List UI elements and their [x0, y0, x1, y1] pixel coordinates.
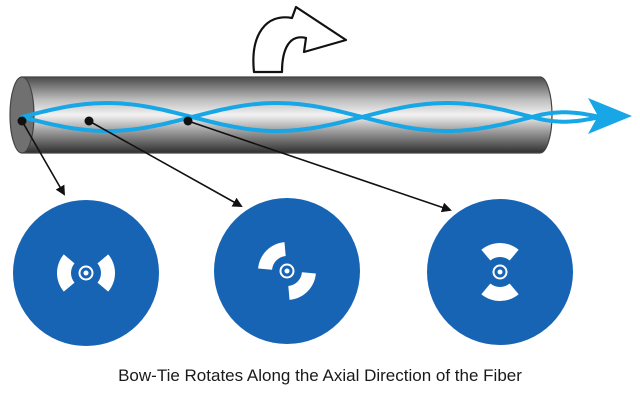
stress-rods	[258, 242, 316, 300]
cross-section-1	[13, 200, 159, 346]
pointer-arrow-3	[187, 120, 452, 213]
fiber-cylinder	[9, 76, 553, 154]
cross-section-3	[427, 199, 573, 345]
stress-rods	[481, 242, 519, 302]
rotation-arrow-icon	[252, 5, 348, 74]
diagram-caption: Bow-Tie Rotates Along the Axial Directio…	[118, 366, 522, 385]
core	[284, 268, 290, 274]
core	[497, 269, 503, 275]
propagation-arrow-icon	[588, 98, 632, 134]
wave-strand-b	[20, 101, 612, 133]
stress-rods	[56, 254, 116, 292]
pointer-arrow-1	[21, 120, 65, 196]
light-wave	[20, 101, 612, 133]
pointer-arrows	[21, 120, 452, 213]
core-ring	[492, 264, 508, 280]
wave-strand-a	[20, 101, 612, 133]
pointer-arrow-2	[88, 120, 243, 207]
cross-section-2	[214, 198, 360, 344]
core	[83, 270, 89, 276]
core-ring	[78, 265, 94, 281]
core-ring	[279, 263, 295, 279]
